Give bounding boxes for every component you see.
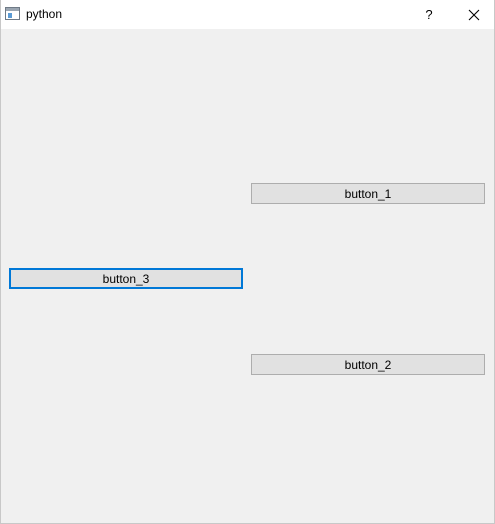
button-1[interactable]: button_1 [251, 183, 485, 204]
app-icon-bar [6, 8, 19, 11]
window-title: python [26, 7, 63, 21]
button-2[interactable]: button_2 [251, 354, 485, 375]
title-bar[interactable]: python ? [1, 0, 494, 29]
help-icon: ? [425, 7, 433, 22]
app-icon-pane [8, 13, 12, 18]
help-button[interactable]: ? [409, 0, 449, 29]
close-icon [468, 9, 479, 20]
button-3[interactable]: button_3 [9, 268, 243, 289]
close-button[interactable] [453, 0, 494, 29]
app-window-icon [5, 7, 20, 20]
